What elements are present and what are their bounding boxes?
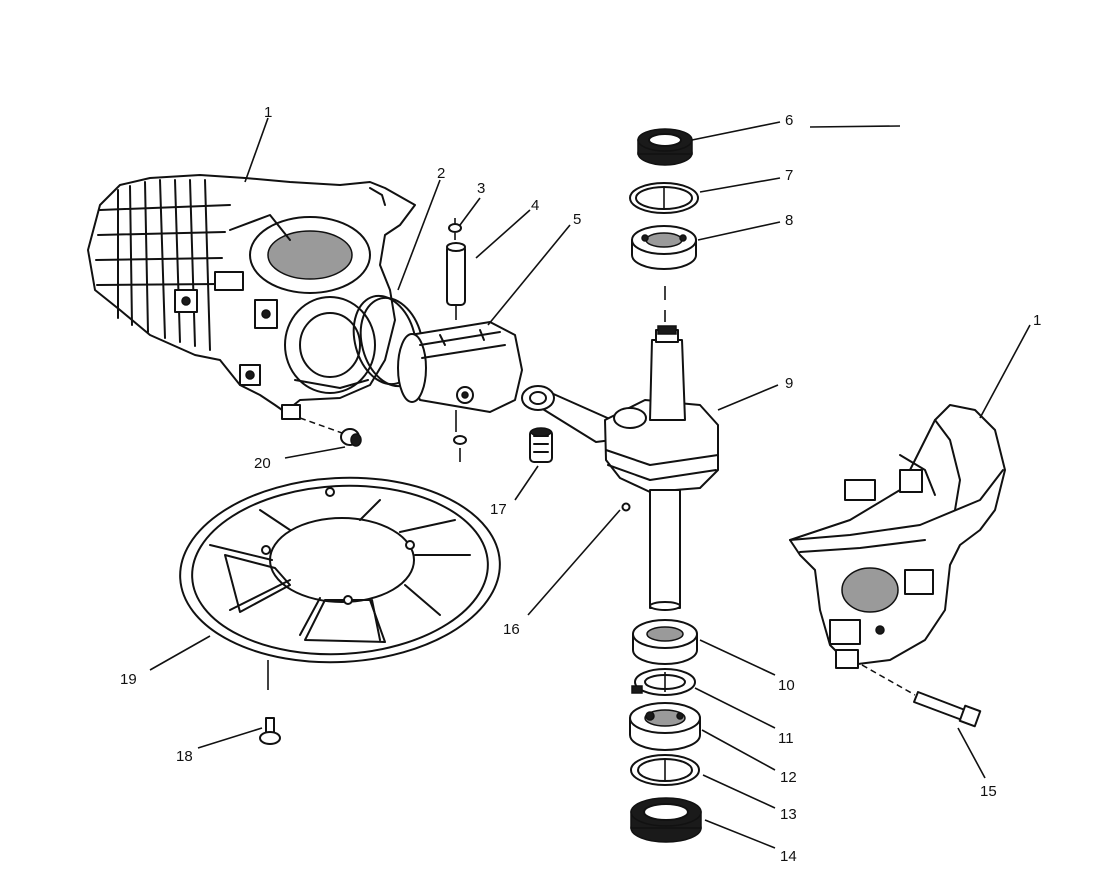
callout-10: 10 [778, 677, 795, 694]
callout-8: 8 [785, 212, 793, 229]
crankcase-half-right [789, 404, 1006, 728]
leader-lines [149, 117, 1031, 849]
callout-7: 7 [785, 167, 793, 184]
part-8-bearing [631, 225, 697, 270]
callout-11: 11 [778, 730, 794, 747]
callout-19: 19 [120, 671, 137, 688]
part-6-seal [637, 128, 693, 166]
callout-13: 13 [780, 806, 797, 823]
part-10-bearing [632, 619, 698, 665]
part-20-plug [340, 428, 362, 447]
callout-17: 17 [490, 501, 507, 518]
part-13-ring [630, 754, 700, 786]
part-16-key [621, 502, 631, 512]
part-3-circlip [448, 218, 462, 240]
cylinder-crankcase-half [87, 174, 416, 435]
callout-9: 9 [785, 375, 793, 392]
callout-1-right: 1 [1033, 312, 1041, 329]
part-19-backing-plate [179, 476, 501, 690]
callout-12: 12 [780, 769, 797, 786]
callout-18: 18 [176, 748, 193, 765]
callout-5: 5 [573, 211, 581, 228]
callout-1-left: 1 [264, 104, 272, 121]
part-7-ring [629, 182, 699, 214]
part-12-bearing [629, 702, 701, 751]
part-9-crankshaft [521, 286, 719, 611]
callout-6: 6 [785, 112, 793, 129]
callout-14: 14 [780, 848, 797, 865]
part-11-retainer [631, 668, 696, 696]
part-17-needle-bearing [529, 427, 553, 463]
callout-15: 15 [980, 783, 997, 800]
part-5-piston [397, 321, 523, 413]
callout-2: 2 [437, 165, 445, 182]
part-14-seal [630, 797, 702, 843]
callout-20: 20 [254, 455, 271, 472]
callout-4: 4 [531, 197, 539, 214]
callout-labels: 1 1 2 3 4 5 6 7 8 9 10 11 12 13 14 15 16… [120, 104, 1041, 865]
callout-3: 3 [477, 180, 485, 197]
callout-16: 16 [503, 621, 520, 638]
part-4-wrist-pin [446, 242, 467, 462]
part-18-screw [259, 717, 281, 745]
